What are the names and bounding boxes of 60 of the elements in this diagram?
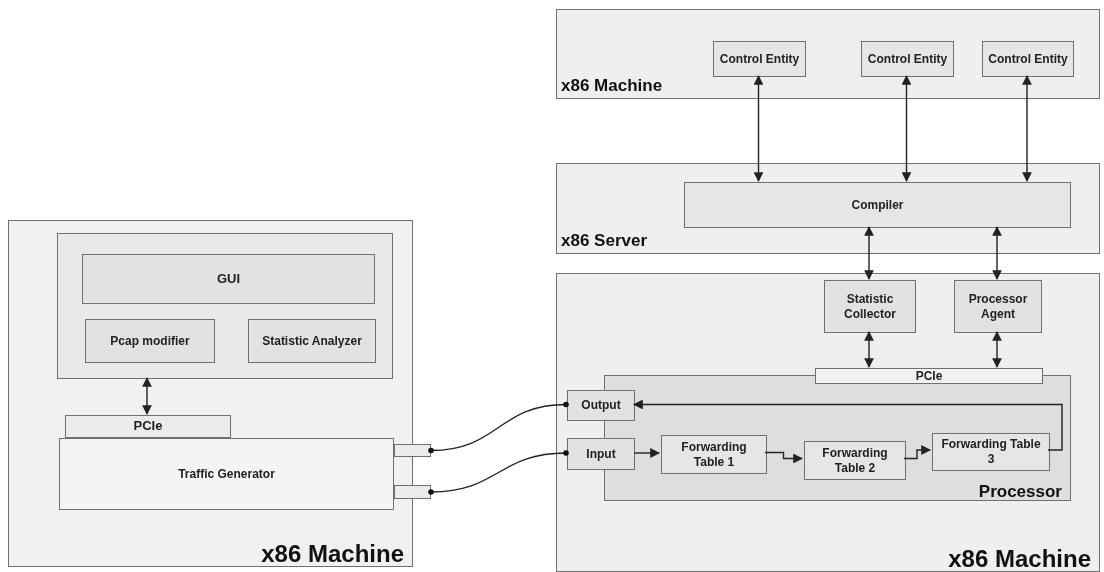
panel-heading: Processor (978, 483, 1062, 500)
connector (864, 331, 874, 368)
module-box (248, 319, 376, 363)
box-label: Compiler (850, 197, 905, 213)
box-label: Forwarding Table 3 (940, 437, 1042, 467)
connector (633, 448, 660, 458)
table-box (932, 433, 1050, 471)
panel-heading: x86 Server (561, 232, 648, 249)
pcie-bar (65, 415, 231, 438)
connector (864, 226, 874, 280)
connector (142, 377, 152, 415)
connector (428, 450, 569, 495)
module-box (85, 319, 215, 363)
pcie-bar (815, 368, 1043, 384)
port-box (394, 444, 431, 457)
box-label: Traffic Generator (177, 466, 276, 482)
box-label: Forwarding Table 1 (680, 439, 748, 470)
box-label: Statistic Analyzer (261, 333, 363, 349)
connector (753, 75, 764, 182)
connector (992, 226, 1002, 280)
port-box (567, 390, 635, 421)
machine-panel (556, 273, 1100, 572)
machine-panel (8, 220, 413, 567)
box-label: Output (580, 398, 622, 413)
table-box (661, 435, 767, 474)
entity-box (713, 41, 806, 77)
box-label: Statistic Collector (843, 291, 897, 322)
table-box (804, 441, 906, 480)
collector-box (824, 280, 916, 333)
gui-box (82, 254, 375, 304)
connector (1022, 75, 1032, 182)
connector (764, 451, 803, 464)
connector (992, 331, 1002, 368)
compiler-box (684, 182, 1071, 228)
panel-heading: x86 Machine (948, 547, 1091, 571)
agent-box (954, 280, 1042, 333)
server-panel (556, 163, 1100, 254)
box-label: Forwarding Table 2 (821, 445, 889, 476)
box-label: Control Entity (718, 51, 801, 67)
box-label: Pcap modifier (109, 333, 191, 349)
box-label: Processor Agent (967, 291, 1029, 322)
machine-panel (556, 9, 1100, 99)
port-box (567, 438, 635, 470)
box-label: Control Entity (866, 51, 949, 67)
entity-box (982, 41, 1074, 77)
entity-box (861, 41, 954, 77)
box-label: Input (585, 446, 617, 462)
box-label: Control Entity (987, 51, 1069, 67)
panel-heading: x86 Machine (261, 542, 404, 566)
connector (903, 445, 931, 460)
connector (428, 401, 569, 454)
software-panel (57, 233, 393, 379)
box-label: GUI (215, 270, 242, 288)
box-label: PCIe (914, 368, 944, 384)
connector (901, 75, 912, 182)
connector (633, 399, 1063, 451)
box-label: PCIe (132, 418, 164, 435)
panel-heading: x86 Machine (561, 77, 663, 94)
port-box (394, 485, 431, 499)
generator-box (59, 438, 394, 510)
